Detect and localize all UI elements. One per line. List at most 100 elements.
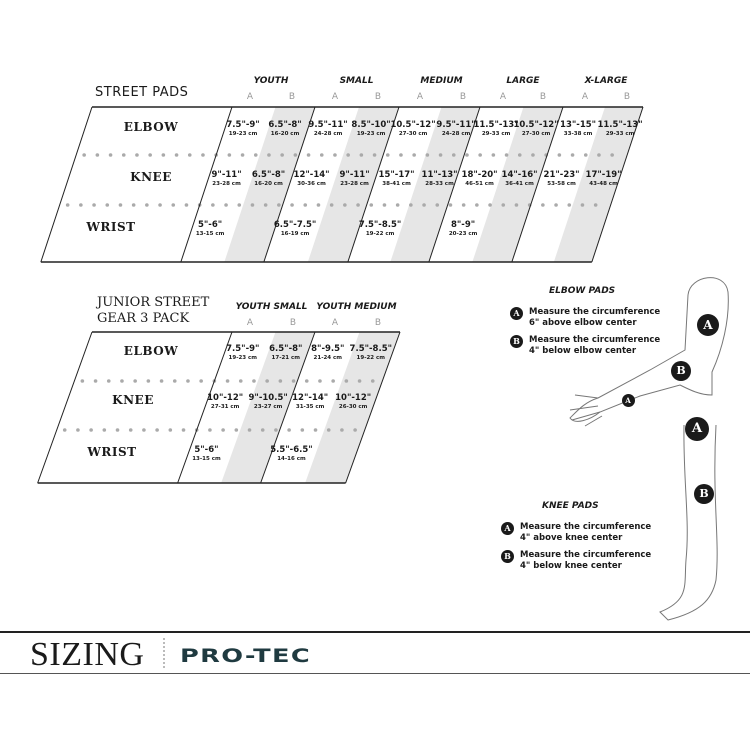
- row-separator-dot: [465, 153, 469, 157]
- cm-value: 19-23 cm: [356, 131, 386, 137]
- row-separator-dot: [300, 428, 305, 432]
- cm-value: 33-38 cm: [563, 131, 593, 137]
- row-separator-dot: [184, 203, 189, 207]
- measure-marker-icon: A: [697, 314, 719, 336]
- table-left-border: [40, 106, 93, 263]
- size-cell: 7.5"-9"19-23 cm: [226, 344, 259, 362]
- column-a-label: A: [331, 318, 339, 328]
- row-separator-dot: [280, 153, 284, 157]
- row-separator-dot: [105, 203, 110, 207]
- b-column-stripe: [307, 107, 399, 262]
- row-separator-dot: [106, 379, 111, 383]
- size-cell: 10"-12"27-31 cm: [207, 393, 243, 411]
- cm-value: 27-30 cm: [398, 131, 428, 137]
- column-a-label: A: [499, 92, 507, 102]
- row-separator-dot: [610, 153, 614, 157]
- row-separator-dot: [252, 379, 256, 383]
- size-cell: 11.5"-13"29-33 cm: [473, 120, 518, 138]
- inch-value: 9.5"-11": [308, 120, 348, 130]
- cm-value: 19-23 cm: [228, 355, 258, 361]
- row-separator-dot: [340, 428, 344, 432]
- column-a-label: A: [416, 92, 424, 102]
- size-cell: 14"-16"36-41 cm: [502, 170, 538, 188]
- cm-value: 43-48 cm: [589, 181, 618, 187]
- row-separator-dot: [277, 203, 281, 207]
- measure-marker-icon: B: [694, 484, 714, 504]
- row-separator-dot: [135, 153, 139, 157]
- size-cell: 8"-9.5"21-24 cm: [311, 344, 344, 362]
- inch-value: 5"-6": [197, 220, 223, 230]
- size-cell: 17"-19"43-48 cm: [586, 170, 622, 188]
- cm-value: 16-20 cm: [254, 181, 283, 187]
- inch-value: 7.5"-8.5": [358, 220, 402, 230]
- cm-value: 53-58 cm: [547, 181, 576, 187]
- row-separator-dot: [291, 379, 296, 383]
- row-separator-dot: [580, 203, 585, 207]
- row-separator-dot: [353, 428, 357, 432]
- size-divider: [428, 106, 481, 263]
- row-separator-dot: [356, 203, 360, 207]
- row-separator-dot: [313, 428, 318, 432]
- column-b-label: B: [374, 318, 382, 328]
- inch-value: 18"-20": [461, 170, 498, 180]
- size-header: YOUTH: [253, 76, 289, 86]
- row-separator-dot: [491, 153, 496, 157]
- row-separator-dot: [240, 153, 245, 157]
- cm-value: 28-33 cm: [425, 181, 454, 187]
- instruction-text: Measure the circumference: [529, 307, 661, 317]
- row-separator-dot: [369, 203, 374, 207]
- cm-value: 36-41 cm: [505, 181, 534, 187]
- column-a-label: A: [246, 92, 254, 102]
- column-b-label: B: [289, 318, 297, 328]
- row-separator-dot: [89, 428, 93, 432]
- cm-value: 29-33 cm: [481, 131, 511, 137]
- row-separator-dot: [181, 428, 186, 432]
- row-separator-dot: [168, 428, 173, 432]
- row-separator-dot: [146, 379, 151, 383]
- row-separator-dot: [250, 203, 255, 207]
- instruction-text: Measure the circumference: [529, 335, 661, 345]
- row-separator-dot: [333, 153, 337, 157]
- row-separator-dot: [201, 153, 205, 157]
- inch-value: 9"-11": [211, 170, 242, 180]
- row-separator-dot: [148, 153, 152, 157]
- footer-title: SIZING: [30, 636, 145, 673]
- row-separator-dot: [65, 203, 70, 207]
- street-pads-grid: [40, 106, 644, 263]
- column-a-label: A: [331, 92, 339, 102]
- inch-value: 6.5"-8": [268, 120, 302, 130]
- size-header: YOUTH MEDIUM: [316, 302, 397, 312]
- row-separator-dot: [293, 153, 298, 157]
- pro-tec-logo: PRO-TEC: [180, 645, 312, 667]
- row-separator-dot: [318, 379, 322, 383]
- row-separator-dot: [382, 203, 387, 207]
- instruction-text: 4" below knee center: [520, 561, 622, 571]
- elbow-pads-title: ELBOW PADS: [549, 286, 616, 296]
- body-figures: [569, 277, 729, 621]
- inch-value: 11.5"-13": [473, 120, 519, 130]
- row-separator-dot: [326, 428, 331, 432]
- row-separator-dot: [133, 379, 137, 383]
- row-separator-dot: [517, 153, 522, 157]
- row-separator-dot: [142, 428, 146, 432]
- row-separator-dot: [76, 428, 80, 432]
- badge-a-icon: A: [501, 522, 514, 535]
- size-cell: 6.5"-8"16-20 cm: [252, 170, 285, 188]
- size-cell: 6.5"-8"16-20 cm: [268, 120, 301, 138]
- row-separator-dot: [121, 153, 126, 157]
- row-separator-dot: [155, 428, 159, 432]
- row-separator-dot: [554, 203, 558, 207]
- row-separator-dot: [267, 153, 271, 157]
- size-cell: 9.5"-11"24-28 cm: [308, 120, 347, 138]
- row-separator-dot: [344, 379, 349, 383]
- row-separator-dot: [115, 428, 120, 432]
- row-separator-dot: [95, 153, 100, 157]
- inch-value: 13"-15": [560, 120, 597, 130]
- measure-marker-icon: A: [685, 417, 709, 441]
- instruction-text: 4" below elbow center: [529, 346, 637, 356]
